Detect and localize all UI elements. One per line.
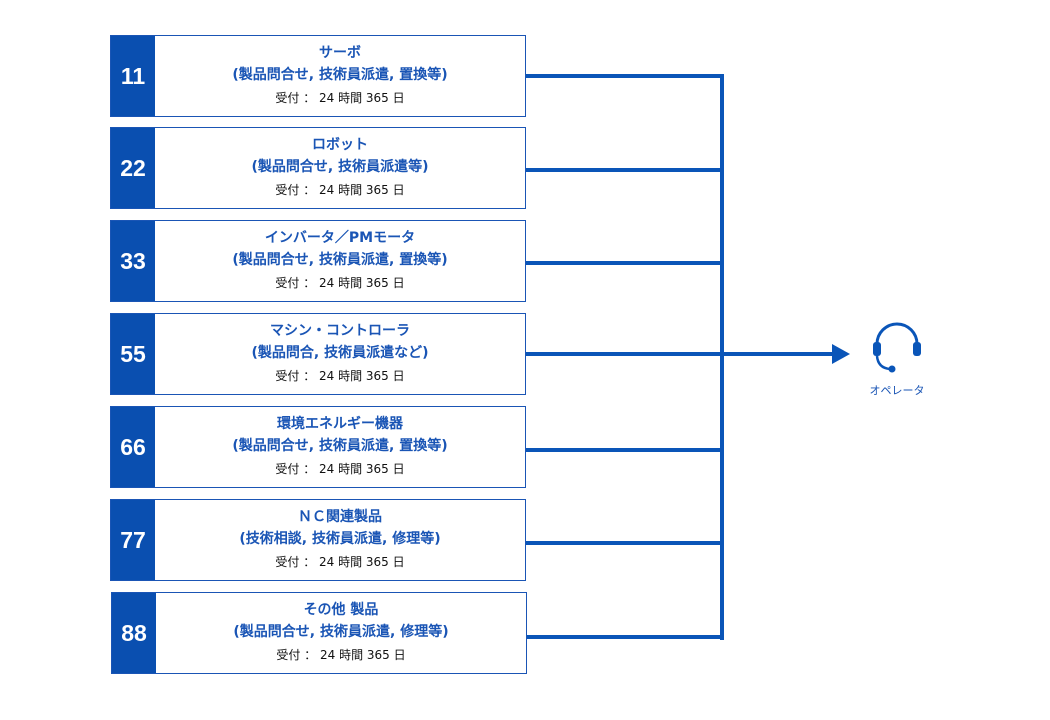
- option-subtitle: (製品問合せ, 技術員派遣, 修理等): [233, 624, 449, 640]
- menu-box-nc-products: 77 ＮＣ関連製品 (技術相談, 技術員派遣, 修理等) 受付 ： 24 時間 …: [110, 499, 526, 581]
- option-hours: 受付 ： 24 時間 365 日: [275, 276, 405, 290]
- option-title: ＮＣ関連製品: [298, 509, 382, 525]
- option-subtitle: (製品問合せ, 技術員派遣, 置換等): [232, 438, 448, 454]
- operator: オペレータ: [864, 318, 930, 398]
- option-hours: 受付 ： 24 時間 365 日: [275, 555, 405, 569]
- menu-box-inverter: 33 インバータ／PMモータ (製品問合せ, 技術員派遣, 置換等) 受付 ： …: [110, 220, 526, 302]
- option-hours: 受付 ： 24 時間 365 日: [275, 462, 405, 476]
- option-title: 環境エネルギー機器: [277, 416, 403, 432]
- connector-line: [526, 261, 722, 265]
- option-title: インバータ／PMモータ: [264, 230, 416, 246]
- option-title: ロボット: [312, 137, 368, 153]
- option-number: 88: [112, 593, 156, 673]
- vertical-trunk-line: [720, 74, 724, 640]
- option-title: サーボ: [319, 45, 361, 61]
- menu-box-environment-energy: 66 環境エネルギー機器 (製品問合せ, 技術員派遣, 置換等) 受付 ： 24…: [110, 406, 526, 488]
- option-number: 55: [111, 314, 155, 394]
- option-hours: 受付 ： 24 時間 365 日: [275, 91, 405, 105]
- arrow-head-icon: [832, 344, 850, 364]
- menu-box-servo: 11 サーボ (製品問合せ, 技術員派遣, 置換等) 受付 ： 24 時間 36…: [110, 35, 526, 117]
- connector-line: [526, 352, 726, 356]
- option-subtitle: (製品問合せ, 技術員派遣, 置換等): [232, 67, 448, 83]
- option-number: 77: [111, 500, 155, 580]
- menu-box-robot: 22 ロボット (製品問合せ, 技術員派遣等) 受付 ： 24 時間 365 日: [110, 127, 526, 209]
- option-title: その他 製品: [303, 602, 379, 618]
- option-subtitle: (製品問合, 技術員派遣など): [251, 345, 429, 361]
- connector-line: [526, 74, 724, 78]
- headset-icon: [873, 322, 921, 373]
- connector-line: [526, 541, 722, 545]
- option-subtitle: (製品問合せ, 技術員派遣等): [251, 159, 429, 175]
- operator-label: オペレータ: [869, 384, 925, 397]
- option-subtitle: (技術相談, 技術員派遣, 修理等): [239, 531, 441, 547]
- option-number: 11: [111, 36, 155, 116]
- option-hours: 受付 ： 24 時間 365 日: [275, 183, 405, 197]
- option-hours: 受付 ： 24 時間 365 日: [276, 648, 406, 662]
- option-subtitle: (製品問合せ, 技術員派遣, 置換等): [232, 252, 448, 268]
- option-number: 66: [111, 407, 155, 487]
- connector-line: [526, 448, 722, 452]
- connector-line: [526, 168, 722, 172]
- arrow-shaft: [722, 352, 834, 356]
- option-title: マシン・コントローラ: [270, 323, 410, 339]
- option-number: 33: [111, 221, 155, 301]
- menu-box-machine-controller: 55 マシン・コントローラ (製品問合, 技術員派遣など) 受付 ： 24 時間…: [110, 313, 526, 395]
- connector-line: [527, 635, 724, 639]
- option-number: 22: [111, 128, 155, 208]
- menu-box-other-products: 88 その他 製品 (製品問合せ, 技術員派遣, 修理等) 受付 ： 24 時間…: [111, 592, 527, 674]
- option-hours: 受付 ： 24 時間 365 日: [275, 369, 405, 383]
